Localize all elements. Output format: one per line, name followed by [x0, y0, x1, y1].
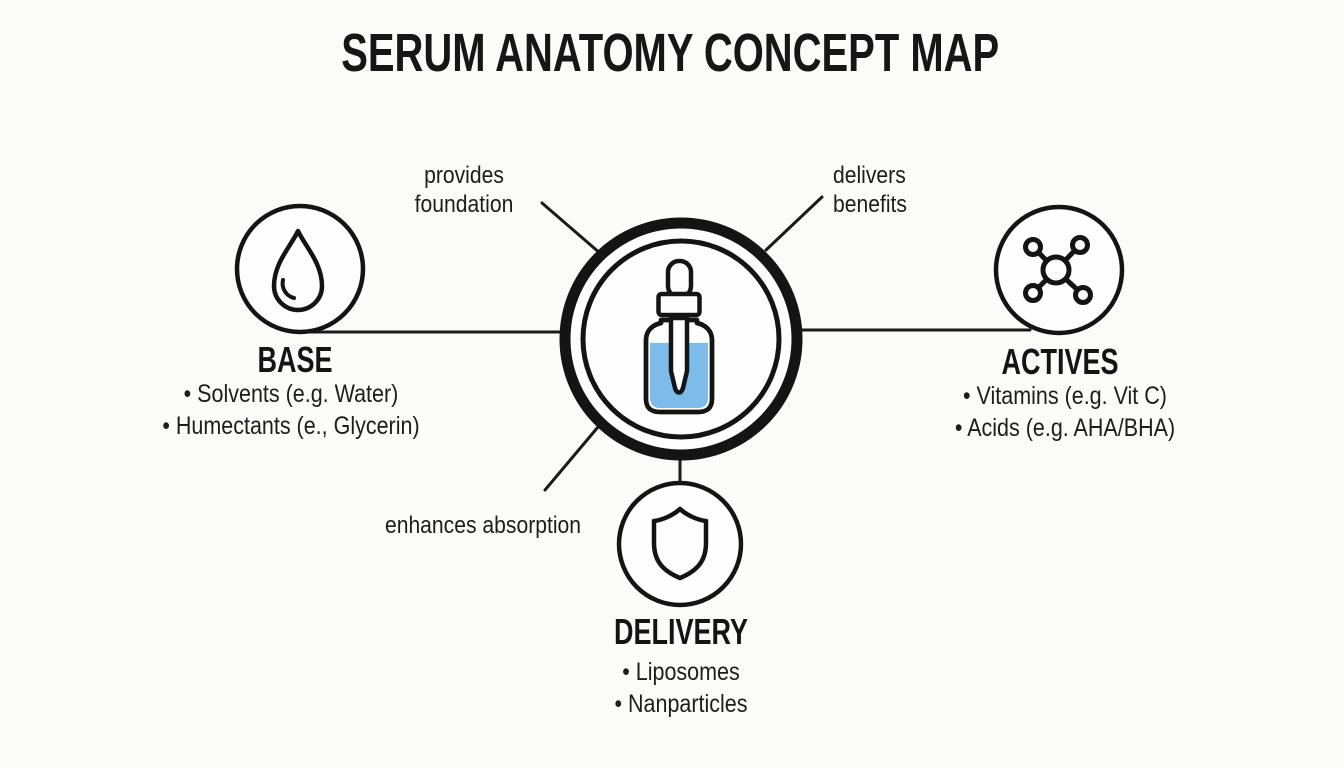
- droplet-icon: [271, 228, 325, 313]
- list-item: • Vitamins (e.g. Vit C): [963, 382, 1167, 410]
- delivery-node-label: DELIVERY: [613, 611, 749, 652]
- list-item: • Liposomes: [622, 658, 740, 686]
- base-node-label: BASE: [257, 339, 333, 380]
- center-node-circle: [559, 217, 803, 461]
- provides-connector-line: [540, 201, 603, 256]
- connector-lines: [289, 195, 1032, 492]
- delivers-connector-line: [764, 195, 824, 252]
- base-node-items: • Solvents (e.g. Water) • Humectants (e.…: [119, 378, 463, 442]
- list-item: • Acids (e.g. AHA/BHA): [954, 414, 1176, 442]
- dropper-bottle-icon: [643, 258, 715, 415]
- enhances-connector-line: [543, 425, 600, 492]
- list-item: • Humectants (e., Glycerin): [162, 412, 420, 440]
- edge-label-enhances-absorption: enhances absorption: [384, 512, 582, 539]
- list-item: • Nanparticles: [614, 690, 748, 718]
- actives-node-circle: [993, 204, 1125, 336]
- list-item: • Solvents (e.g. Water): [183, 380, 399, 408]
- actives-node-label: ACTIVES: [1001, 341, 1119, 382]
- shield-icon: [651, 506, 709, 581]
- molecule-icon: [1023, 235, 1093, 305]
- delivery-node-items: • Liposomes • Nanparticles: [509, 656, 853, 720]
- delivery-node-circle: [616, 480, 744, 608]
- edge-label-delivers-benefits: delivers benefits: [833, 162, 907, 218]
- base-node-circle: [234, 203, 366, 335]
- edge-label-provides-foundation: provides foundation: [414, 162, 514, 218]
- actives-node-items: • Vitamins (e.g. Vit C) • Acids (e.g. AH…: [893, 380, 1237, 444]
- page-title: SERUM ANATOMY CONCEPT MAP: [341, 23, 1000, 83]
